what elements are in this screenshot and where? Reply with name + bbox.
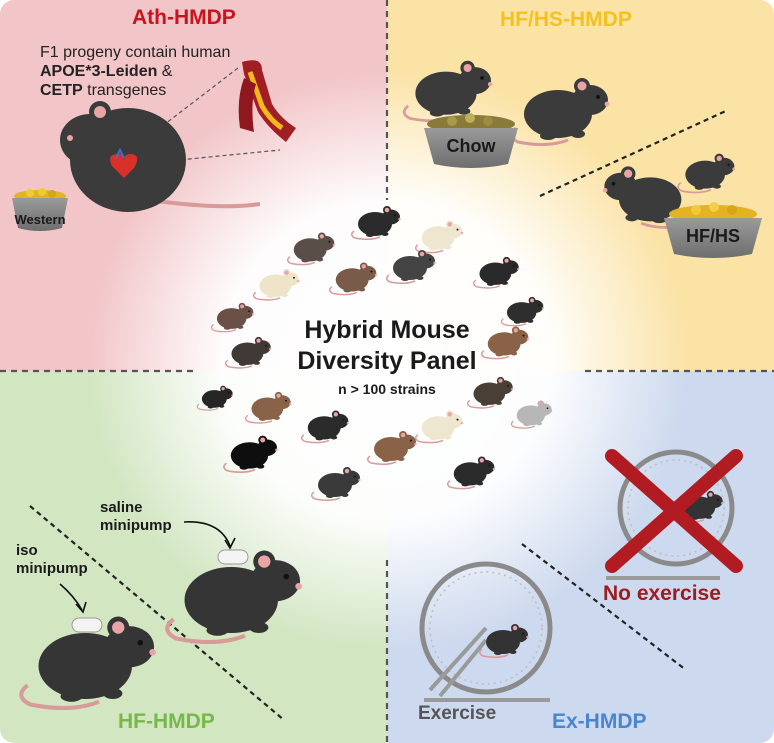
center-title-line2: Diversity Panel	[297, 347, 477, 375]
ath-title: Ath-HMDP	[132, 6, 236, 29]
hf-title: HF-HMDP	[118, 710, 215, 733]
center-glow	[87, 70, 687, 650]
saline-label-line2: minipump	[100, 517, 172, 534]
western-bowl	[12, 188, 68, 231]
hfhs-title: HF/HS-HMDP	[500, 8, 632, 31]
cross-icon	[605, 449, 743, 573]
pump-arrows	[59, 521, 236, 614]
iso-label-line2: minipump	[16, 560, 88, 577]
apoe-label: APOE*3-Leiden	[40, 63, 158, 80]
hfhs-bowl-label: HF/HS	[686, 226, 740, 246]
section-dashes	[29, 108, 729, 721]
center-title-line1: Hybrid Mouse	[304, 316, 470, 344]
ath-description-line3: CETP transgenes	[40, 82, 166, 100]
cetp-label: CETP	[40, 82, 83, 99]
ex-title: Ex-HMDP	[552, 710, 647, 733]
exercise-label: Exercise	[418, 703, 497, 724]
heart-icon	[110, 147, 138, 178]
chow-bowl	[424, 113, 518, 168]
chow-bowl-label: Chow	[446, 136, 496, 156]
ath-description-line1: F1 progeny contain human	[40, 44, 231, 61]
hfhs-bowl	[664, 202, 762, 258]
zoom-lines	[117, 67, 281, 167]
iso-label-line1: iso	[16, 542, 38, 559]
artery-icon	[238, 60, 296, 143]
center-subtitle: n > 100 strains	[338, 381, 436, 397]
saline-minipump	[217, 549, 249, 565]
iso-minipump	[71, 617, 103, 633]
ath-transgenes: transgenes	[82, 82, 167, 99]
no-exercise-label: No exercise	[603, 582, 721, 605]
exercise-wheel	[419, 561, 553, 702]
ath-amp: &	[157, 63, 173, 80]
saline-label-line1: saline	[100, 499, 143, 516]
ath-description-line2: APOE*3-Leiden &	[40, 63, 172, 81]
western-bowl-label: Western	[14, 212, 66, 227]
